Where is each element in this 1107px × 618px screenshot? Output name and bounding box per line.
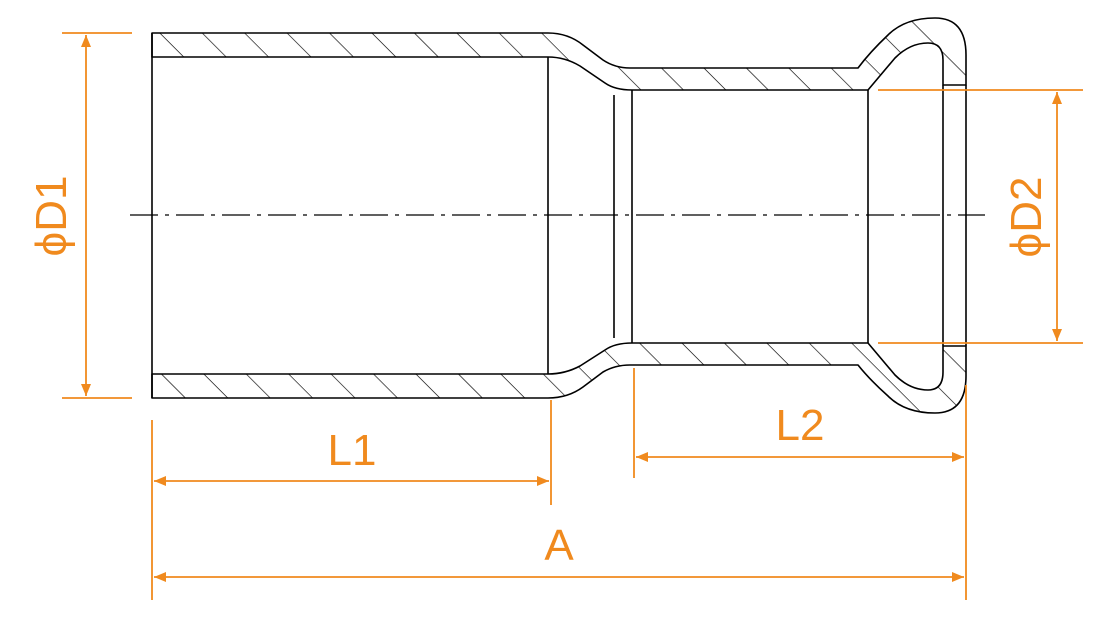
bottom-wall-section bbox=[151, 342, 967, 414]
d1-label: ϕD1 bbox=[27, 176, 76, 257]
l2-label: L2 bbox=[776, 401, 825, 450]
top-wall-section bbox=[151, 17, 967, 91]
d2-label: ϕD2 bbox=[1002, 177, 1051, 258]
a-label: A bbox=[544, 521, 574, 570]
fitting-body bbox=[151, 17, 967, 414]
l1-label: L1 bbox=[328, 426, 377, 475]
dimensions bbox=[62, 32, 1083, 600]
